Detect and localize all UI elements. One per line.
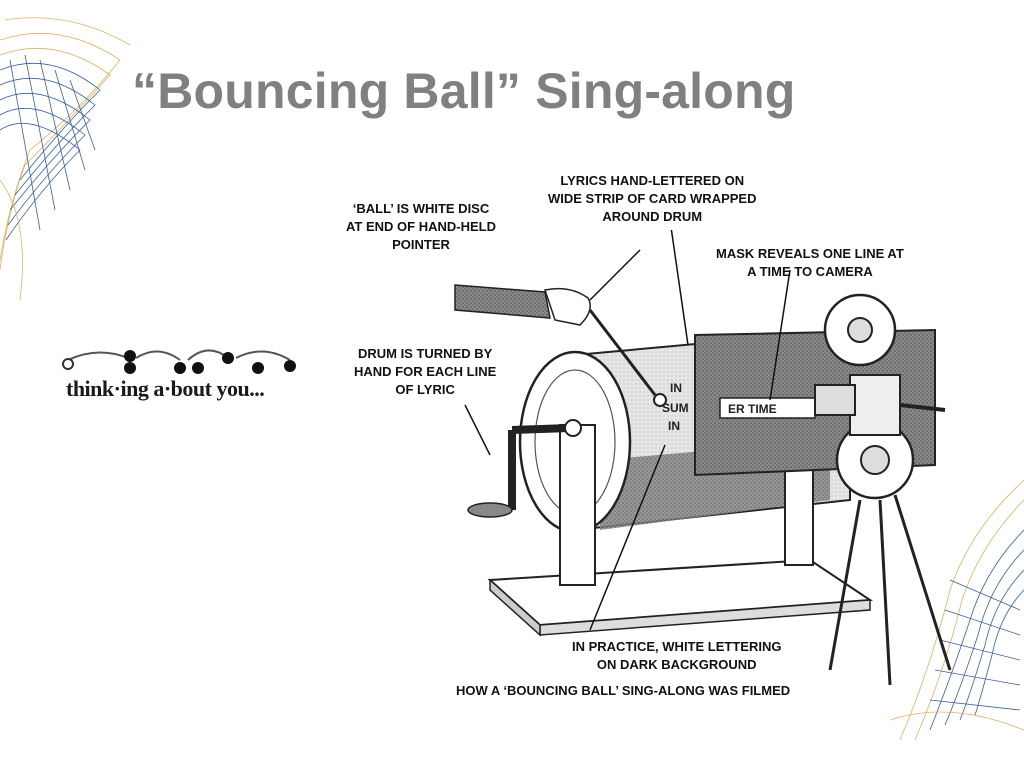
drum-lyric-line-2: SUM	[662, 401, 689, 415]
hand-with-pointer	[454, 284, 667, 407]
drum-lyric-line-1: IN	[670, 381, 682, 395]
thinking-about-you-text: think·ing a·bout you...	[66, 376, 265, 401]
label-drum-turned: DRUM IS TURNED BY HAND FOR EACH LINE OF …	[354, 346, 497, 397]
illustration-caption: HOW A ‘BOUNCING BALL’ SING-ALONG WAS FIL…	[456, 683, 791, 698]
leader-lines	[464, 230, 791, 631]
leader-ball	[589, 249, 641, 301]
bouncing-ball-arcs-icon	[62, 349, 296, 374]
label-mask: MASK REVEALS ONE LINE AT A TIME TO CAMER…	[716, 246, 904, 279]
leader-lyrics	[670, 230, 689, 346]
decorative-swirl-top-left	[0, 17, 131, 301]
drum-lyric-line-3: IN	[668, 419, 680, 433]
leader-practice	[589, 444, 666, 631]
mask-window-text: ER TIME	[728, 402, 777, 416]
bouncing-ball-apparatus-illustration: IN SUM IN ER TIME	[454, 230, 952, 686]
label-lyrics-strip: LYRICS HAND-LETTERED ON WIDE STRIP OF CA…	[548, 173, 757, 224]
leader-mask	[769, 269, 791, 401]
film-camera-on-tripod	[814, 293, 952, 686]
decorative-swirl-bottom-right	[890, 479, 1024, 741]
bouncing-ball-lyric-graphic: think·ing a·bout you...	[58, 338, 318, 408]
base-board	[487, 558, 873, 637]
label-ball-pointer: ‘BALL’ IS WHITE DISC AT END OF HAND-HELD…	[346, 201, 496, 252]
leader-drum	[464, 404, 491, 456]
label-in-practice: IN PRACTICE, WHITE LETTERING ON DARK BAC…	[572, 639, 782, 672]
crank-assembly	[467, 419, 814, 586]
slide-title: “Bouncing Ball” Sing-along	[132, 63, 796, 119]
